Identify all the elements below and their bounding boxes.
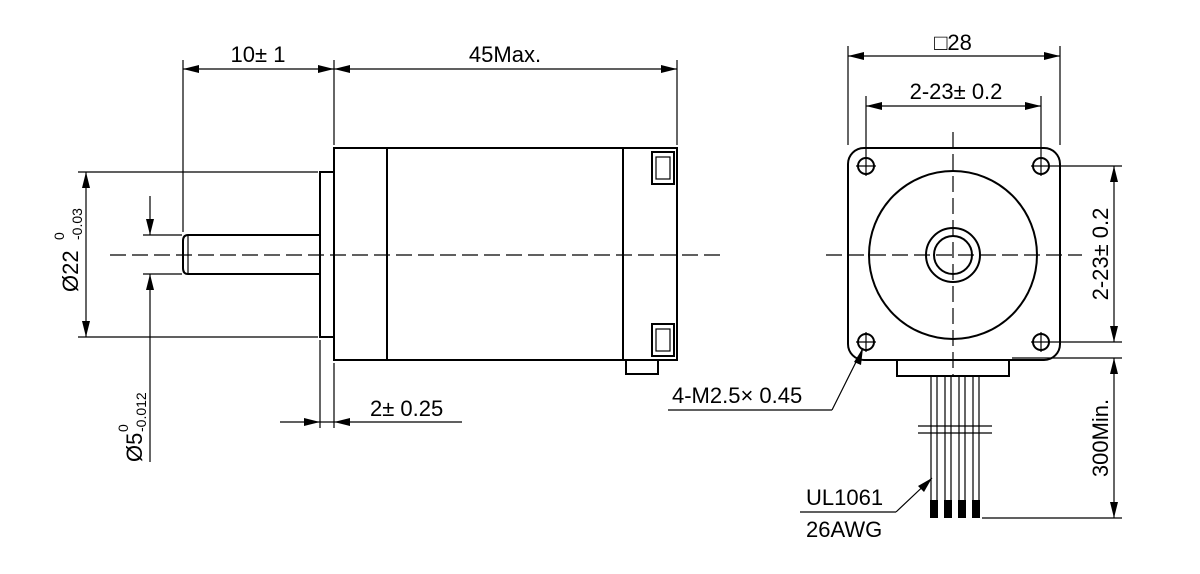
- arrow: [1110, 166, 1118, 182]
- dim-shaft-diameter-group: Ø5 0 -0.012: [115, 392, 149, 462]
- rear-tab-bottom-inner: [655, 328, 671, 352]
- wire-tips: [930, 500, 980, 518]
- arrow: [146, 274, 154, 290]
- hub-outer-circle: [925, 227, 981, 283]
- wire-type-label: UL1061: [806, 485, 883, 510]
- wire-exit-block-front: [896, 359, 1010, 377]
- arrow: [304, 418, 320, 426]
- dim-pilot-depth: 2± 0.25: [370, 396, 443, 421]
- arrow: [82, 321, 90, 337]
- arrow: [1110, 502, 1118, 518]
- arrow: [918, 478, 932, 492]
- pilot-circle: [868, 170, 1038, 340]
- dim-body-length: 45Max.: [469, 42, 541, 67]
- arrow: [1044, 52, 1060, 60]
- dim-hole-spacing-v: 2-23± 0.2: [1088, 208, 1113, 301]
- shaft-circle: [933, 235, 973, 275]
- arrow: [334, 65, 350, 73]
- arrow: [1110, 358, 1118, 374]
- flange-square: [847, 147, 1061, 361]
- wire-gauge-label: 26AWG: [806, 517, 882, 542]
- side-view: 10± 1 45Max. Ø22 0 -0.03 Ø5 0 -0.012: [51, 42, 720, 462]
- rear-cap: [622, 147, 678, 361]
- lead-wires: [930, 376, 980, 500]
- dim-pilot-tol-upper: 0: [51, 232, 67, 240]
- rear-tab-bottom: [651, 323, 675, 357]
- dim-flange-width: □28: [934, 30, 972, 55]
- rear-tab-top: [651, 151, 675, 185]
- dim-pilot-diameter: Ø22: [58, 250, 83, 292]
- arrow: [82, 172, 90, 188]
- dim-pilot-diameter-group: Ø22 0 -0.03: [51, 208, 85, 292]
- arrow: [848, 52, 864, 60]
- hole-crosshairs: [856, 156, 1051, 352]
- arrow: [183, 65, 199, 73]
- dim-shaft-tol-lower: -0.012: [133, 392, 149, 432]
- dim-shaft-diameter: Ø5: [122, 433, 147, 462]
- dim-shaft-tol-upper: 0: [115, 424, 131, 432]
- dim-pilot-tol-lower: -0.03: [69, 208, 85, 240]
- arrow: [1025, 102, 1041, 110]
- front-flange: [333, 147, 388, 361]
- arrow: [1110, 326, 1118, 342]
- front-view: □28 2-23± 0.2 2-23± 0.2 300Min. 4-M2.5× …: [668, 30, 1122, 542]
- arrow: [866, 102, 882, 110]
- dim-shaft-length: 10± 1: [231, 42, 286, 67]
- arrow: [854, 348, 863, 365]
- arrow: [334, 418, 350, 426]
- wire-break-marks: [918, 425, 992, 434]
- arrow: [661, 65, 677, 73]
- rear-tab-top-inner: [655, 156, 671, 180]
- dim-hole-spacing-h: 2-23± 0.2: [910, 79, 1003, 104]
- arrow: [146, 219, 154, 235]
- arrow: [318, 65, 334, 73]
- motor-body: [386, 147, 624, 361]
- thread-spec-label: 4-M2.5× 0.45: [672, 383, 802, 408]
- wire-exit-block: [625, 359, 659, 375]
- dim-lead-length: 300Min.: [1088, 399, 1113, 477]
